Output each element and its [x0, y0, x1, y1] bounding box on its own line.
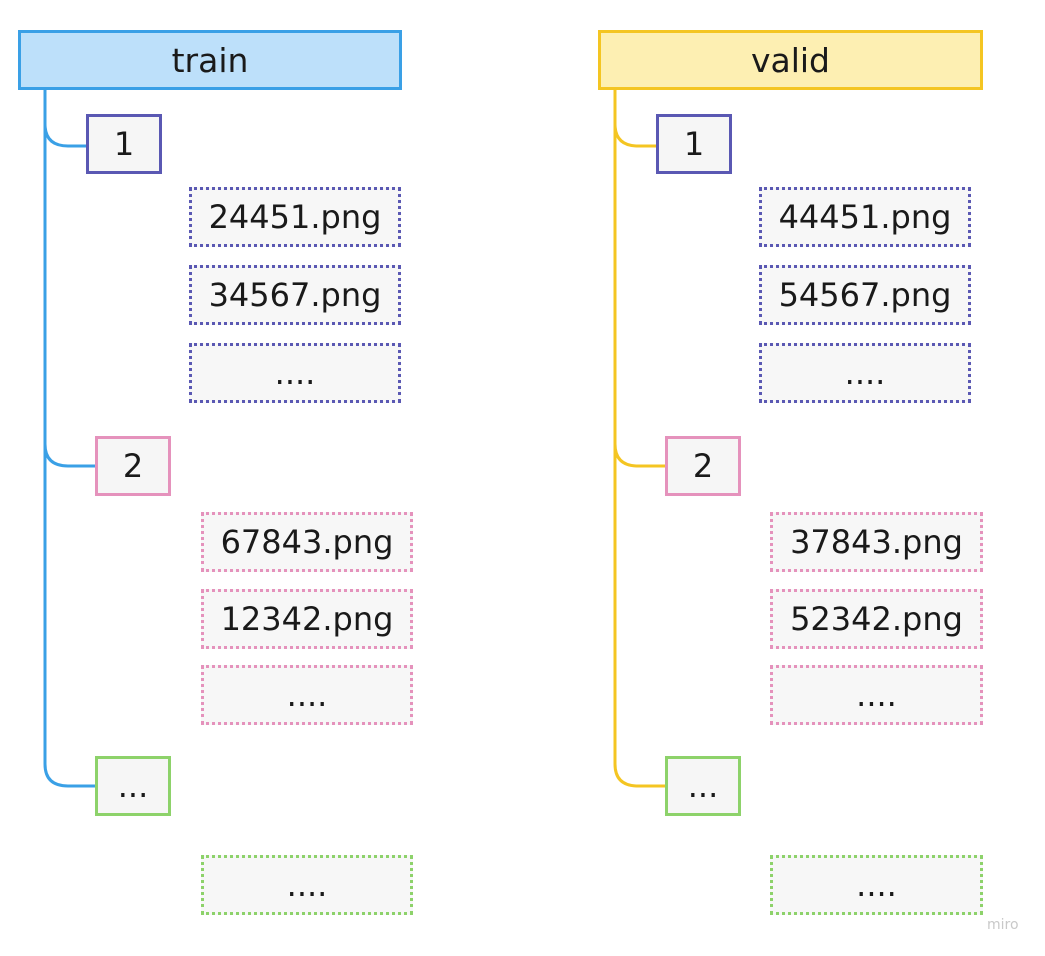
train-file-34567: 34567.png — [189, 265, 401, 325]
valid-file-37843: 37843.png — [770, 512, 983, 572]
train-file-more-2: .... — [201, 665, 413, 725]
train-file-12342: 12342.png — [201, 589, 413, 649]
valid-file-54567: 54567.png — [759, 265, 971, 325]
valid-connector-3 — [613, 440, 665, 788]
train-file-more-3: .... — [201, 855, 413, 915]
train-folder-1: 1 — [86, 114, 162, 174]
train-connector-1 — [43, 90, 86, 148]
train-folder-more: ... — [95, 756, 171, 816]
valid-file-more-3: .... — [770, 855, 983, 915]
valid-header: valid — [598, 30, 983, 90]
valid-file-more-2: .... — [770, 665, 983, 725]
train-connector-3 — [43, 440, 95, 788]
valid-connector-1 — [613, 90, 656, 148]
train-file-24451: 24451.png — [189, 187, 401, 247]
train-file-more-1: .... — [189, 343, 401, 403]
train-header: train — [18, 30, 402, 90]
valid-file-more-1: .... — [759, 343, 971, 403]
valid-folder-more: ... — [665, 756, 741, 816]
train-file-67843: 67843.png — [201, 512, 413, 572]
train-folder-2: 2 — [95, 436, 171, 496]
valid-folder-2: 2 — [665, 436, 741, 496]
valid-file-52342: 52342.png — [770, 589, 983, 649]
valid-file-44451: 44451.png — [759, 187, 971, 247]
miro-watermark: miro — [987, 917, 1019, 933]
valid-folder-1: 1 — [656, 114, 732, 174]
